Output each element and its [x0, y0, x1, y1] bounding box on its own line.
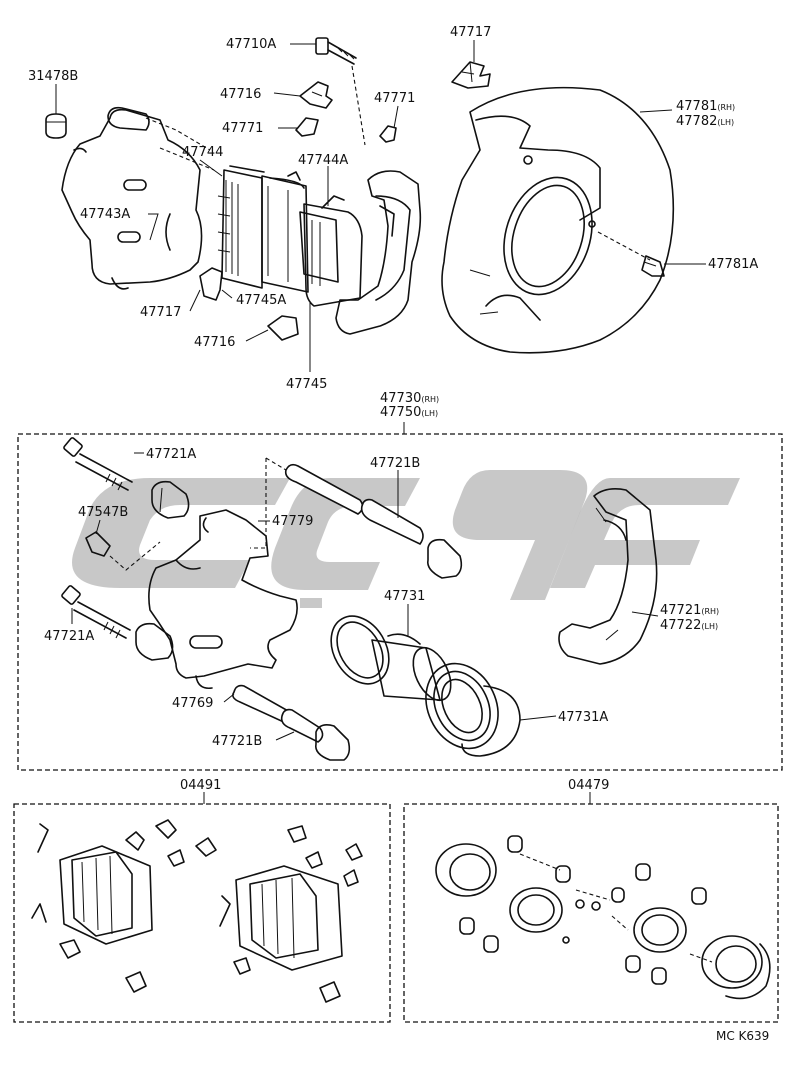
clip-47716-top	[299, 81, 333, 109]
seal-kit-parts	[435, 835, 771, 1000]
label-47745A: 47745A	[236, 293, 286, 308]
label-47781A: 47781A	[708, 257, 758, 272]
label-47744: 47744	[182, 145, 223, 160]
label-47743A: 47743A	[80, 207, 130, 222]
label-47769: 47769	[172, 696, 213, 711]
label-47731A: 47731A	[558, 710, 608, 725]
shim-47744	[217, 165, 265, 289]
part-labels: 31478B 47710A 47717 47716 47771 47771 47…	[28, 25, 769, 1043]
label-47781: 47781(RH)	[676, 99, 735, 114]
label-47547B: 47547B	[78, 505, 128, 520]
boot-lower	[135, 622, 174, 661]
clip-47717-low	[199, 267, 223, 301]
label-04479: 04479	[568, 778, 609, 793]
label-47721A-low: 47721A	[44, 629, 94, 644]
clip-47771-left	[295, 117, 319, 137]
caliper-bracket-47721	[558, 488, 658, 665]
pin-47721B-low	[280, 708, 351, 761]
label-47771-a: 47771	[222, 121, 263, 136]
pad-kit-box-04491	[13, 803, 391, 1023]
clip-47716-low	[267, 315, 299, 341]
bolt-47781A	[597, 231, 665, 277]
bolt-47721A-top	[63, 437, 133, 491]
diagram-code: MC K639	[716, 1029, 769, 1043]
label-04491: 04491	[180, 778, 221, 793]
caliper-housing	[61, 106, 215, 290]
dust-shield-47781	[441, 86, 675, 354]
pad-kit-clips	[59, 819, 363, 1003]
label-47722: 47722(LH)	[660, 618, 718, 633]
pad-kit-right	[219, 865, 343, 971]
piston-47731	[371, 633, 452, 702]
bleeder-47547B	[85, 531, 161, 571]
dust-boot	[425, 662, 499, 750]
label-47731: 47731	[384, 589, 425, 604]
label-47779: 47779	[272, 514, 313, 529]
assembly-box-47730	[17, 433, 783, 771]
label-47782: 47782(LH)	[676, 114, 734, 129]
label-47717-top: 47717	[450, 25, 491, 40]
watermark-logo	[72, 470, 740, 608]
label-47750: 47750(LH)	[380, 405, 438, 420]
ring-47731A	[461, 685, 521, 757]
label-47721: 47721(RH)	[660, 603, 719, 618]
label-47717-low: 47717	[140, 305, 181, 320]
cap-31478B	[45, 113, 67, 139]
seal-kit-box-04479	[403, 803, 779, 1023]
pad-inner	[261, 171, 309, 293]
label-47716-low: 47716	[194, 335, 235, 350]
bolt-47710A	[315, 37, 366, 146]
label-47721B-top: 47721B	[370, 456, 420, 471]
boot-upper	[151, 480, 190, 519]
clip-47771-right	[379, 125, 397, 143]
label-47744A: 47744A	[298, 153, 348, 168]
leader-lines	[55, 40, 706, 804]
pin-47721B-top	[360, 498, 463, 579]
clip-47717-top	[451, 61, 491, 89]
label-47771-b: 47771	[374, 91, 415, 106]
label-47716-top: 47716	[220, 87, 261, 102]
pad-kit-left	[31, 823, 153, 945]
pad-outer	[299, 195, 363, 307]
label-47721A-top: 47721A	[146, 447, 196, 462]
label-47721B-low: 47721B	[212, 734, 262, 749]
mounting-bracket	[335, 170, 422, 335]
bolt-47721A-low	[61, 585, 131, 639]
label-47710A: 47710A	[226, 37, 276, 52]
piston-seal-47731	[330, 615, 390, 685]
label-47730: 47730(RH)	[380, 391, 439, 406]
label-47745: 47745	[286, 377, 327, 392]
label-31478B: 31478B	[28, 69, 78, 84]
caliper-body	[148, 509, 298, 690]
